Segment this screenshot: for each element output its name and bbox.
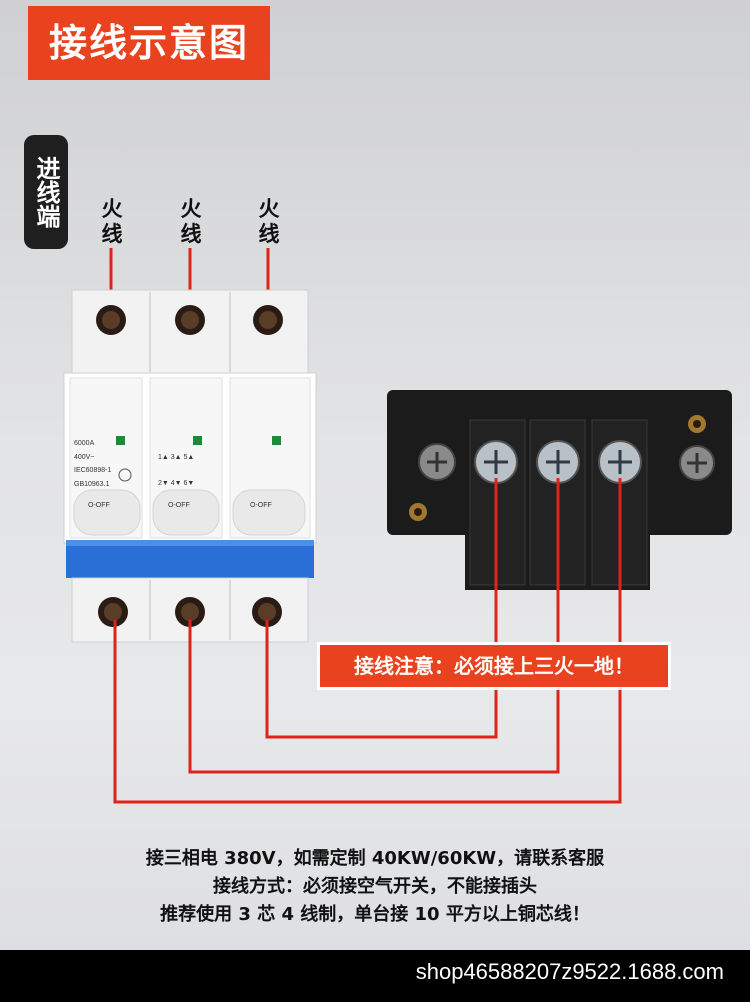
switch-label-3: O-OFF	[250, 502, 272, 509]
breaker-spec-3: IEC60898-1	[74, 467, 111, 474]
info-line-2: 接线方式：必须接空气开关，不能接插头	[213, 876, 537, 897]
switch-label-2: O-OFF	[168, 502, 190, 509]
footer-watermark: shop46588207z9522.1688.com	[415, 959, 724, 984]
circuit-breaker: 6000A 400V~ IEC60898-1 GB10963.1 1▲ 3▲ 5…	[63, 289, 317, 643]
info-line-1: 接三相电 380V，如需定制 40KW/60KW，请联系客服	[145, 848, 605, 869]
breaker-terminal-numbers-bottom: 2▼ 4▼ 6▼	[158, 480, 194, 487]
diagram-title: 接线示意图	[48, 21, 249, 65]
breaker-spec-2: 400V~	[74, 454, 94, 461]
bottom-terminal-screws	[98, 597, 282, 627]
breaker-spec-1: 6000A	[74, 440, 95, 447]
live-wire-label-3: 火线	[258, 196, 280, 246]
top-terminal-screws	[96, 305, 283, 335]
wiring-notice: 接线注意：必须接上三火一地！	[320, 645, 668, 687]
title-banner: 接线示意图	[28, 6, 270, 80]
breaker-blue-handle	[66, 540, 314, 578]
output-wires	[113, 478, 622, 804]
ccc-mark	[118, 468, 132, 482]
breaker-spec-4: GB10963.1	[74, 481, 110, 488]
live-wire-label-2: 火线	[180, 196, 202, 246]
footer-bar: shop46588207z9522.1688.com	[0, 950, 750, 1002]
switch-label-1: O-OFF	[88, 502, 110, 509]
info-line-3: 推荐使用 3 芯 4 线制，单台接 10 平方以上铜芯线！	[160, 904, 590, 925]
breaker-terminal-numbers: 1▲ 3▲ 5▲	[158, 454, 194, 461]
input-side-tag: 进线端	[24, 135, 68, 249]
live-wire-label-1: 火线	[101, 196, 123, 246]
